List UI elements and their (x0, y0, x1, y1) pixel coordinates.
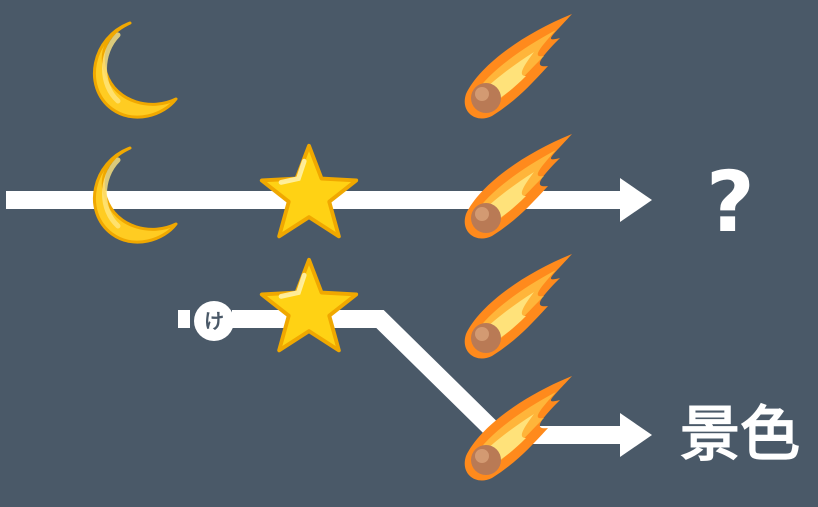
star-icon (262, 260, 356, 351)
bottom-row-arrow (178, 310, 652, 457)
meteor-icon (464, 134, 572, 239)
meteor-icon (464, 14, 572, 119)
meteor-icon (464, 254, 572, 359)
ke-marker-label: け (204, 309, 224, 333)
ke-marker-circle (194, 301, 234, 341)
top-row-result-label: ? (706, 153, 755, 251)
bottom-row-result-label: 景色 (680, 400, 800, 470)
star-icon (262, 146, 356, 237)
crescent-moon-icon (94, 23, 176, 117)
